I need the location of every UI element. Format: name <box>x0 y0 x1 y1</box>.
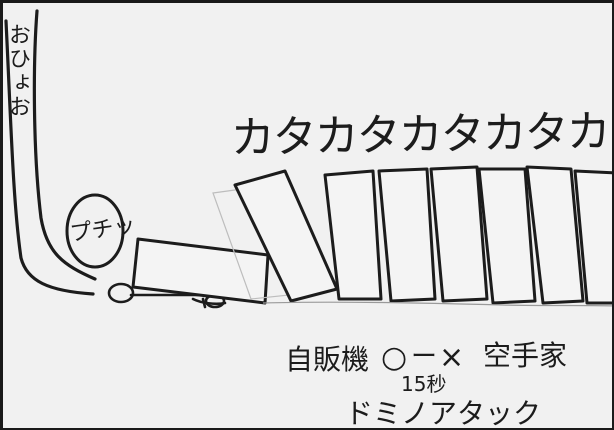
impact-text: プチッ <box>68 213 137 247</box>
domino-standing-1 <box>323 169 383 301</box>
domino-standing-5 <box>525 165 585 305</box>
sketch-drawing: カタカタカタカタカタ プチッ 自販機 ○ ー × 空手家 15秒 ドミノアタック <box>4 9 614 430</box>
caption-line1-left: 自販機 <box>285 343 369 376</box>
domino-standing-2 <box>377 167 437 303</box>
ground-line <box>262 301 612 307</box>
sound-effect-text: カタカタカタカタカタ <box>230 106 614 164</box>
domino-standing-3 <box>429 165 489 303</box>
caption-time: 15秒 <box>401 372 446 396</box>
domino-fallen <box>131 237 270 305</box>
caption-dash-symbol: ー <box>411 342 437 372</box>
caption-technique: ドミノアタック <box>345 397 541 430</box>
shout-vertical-text: おひょお <box>5 23 30 119</box>
caption-cross-symbol: × <box>439 340 464 375</box>
impact-bubble <box>65 193 125 269</box>
domino-standing-6 <box>573 169 612 305</box>
caption-circle-symbol: ○ <box>381 340 407 375</box>
left-wall-shape <box>4 9 97 296</box>
standing-dominoes <box>323 165 612 305</box>
caption-line1-right: 空手家 <box>483 339 567 372</box>
domino-standing-4 <box>477 167 537 305</box>
